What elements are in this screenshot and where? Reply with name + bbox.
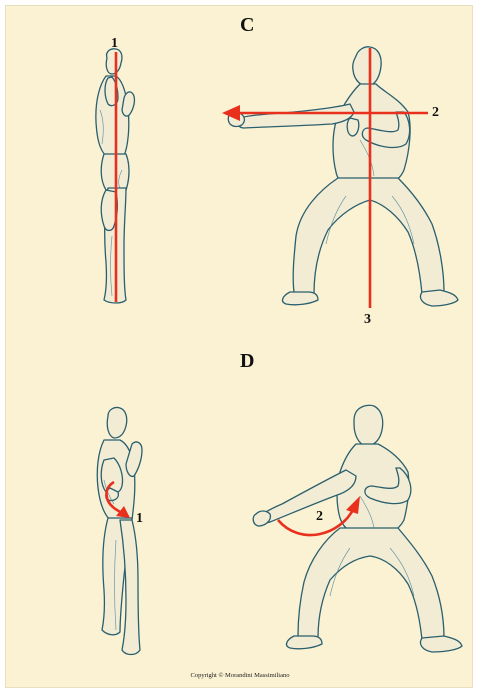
label-d-2: 2	[316, 509, 323, 525]
panel-d-side-figure	[97, 407, 142, 654]
label-c-3: 3	[364, 312, 371, 328]
panel-c-front-figure	[228, 47, 458, 306]
panel-d-letter: D	[240, 350, 254, 373]
label-d-1: 1	[136, 511, 143, 527]
panel-c-letter: C	[240, 14, 254, 37]
panel-d-front-figure	[253, 405, 462, 652]
label-c-1: 1	[111, 36, 118, 52]
copyright-notice: Copyright © Morandini Massimiliano	[0, 672, 480, 679]
label-c-2: 2	[432, 105, 439, 121]
